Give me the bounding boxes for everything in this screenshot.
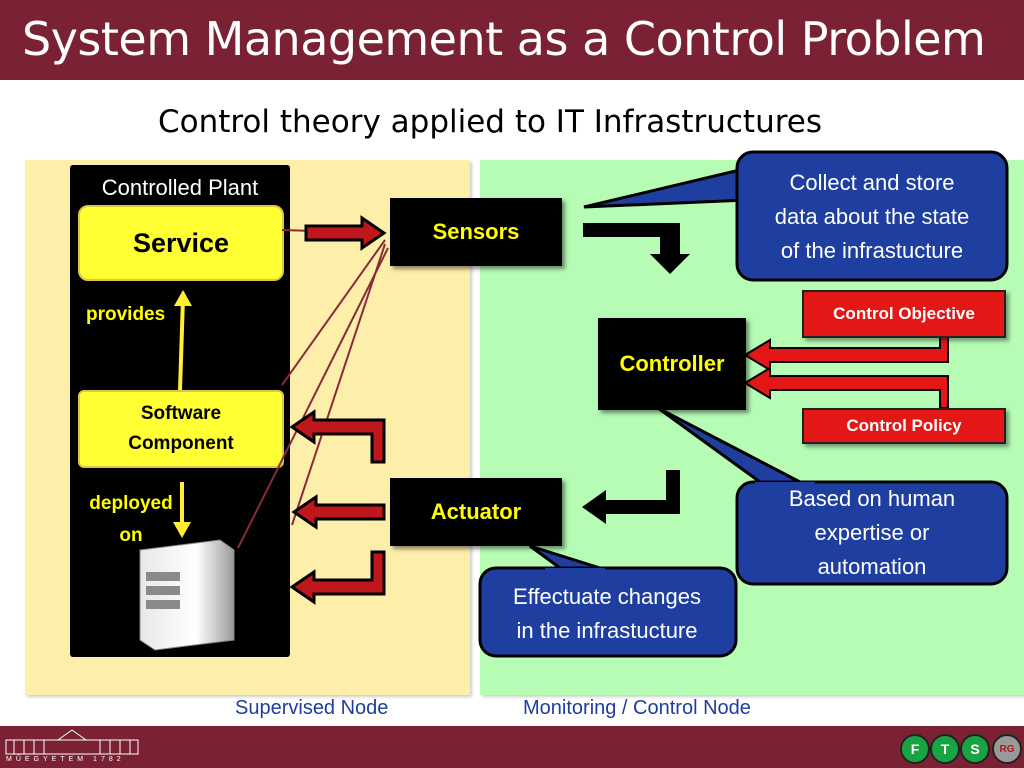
controller-box: Controller bbox=[598, 318, 746, 410]
callout-human bbox=[657, 406, 1009, 586]
provides-label: provides bbox=[86, 304, 166, 325]
callout-collect-line2: data about the state bbox=[774, 204, 970, 229]
sensor-links-icon bbox=[237, 229, 389, 549]
monitoring-node-label: Monitoring / Control Node bbox=[523, 697, 751, 719]
title-bar bbox=[0, 0, 1024, 80]
sensors-box: Sensors bbox=[390, 198, 562, 266]
policy-connector-icon bbox=[743, 366, 949, 409]
objective-connector-icon bbox=[743, 333, 949, 372]
deployed-label-line2: on bbox=[119, 525, 143, 546]
service-label: Service bbox=[132, 227, 230, 258]
callout-collect-line3: of the infrastucture bbox=[780, 238, 964, 263]
provides-arrow-icon bbox=[174, 290, 192, 391]
software-label-line1: Software bbox=[140, 403, 222, 424]
footer-bar bbox=[0, 726, 1024, 768]
actuator-return-arrow-icon-1 bbox=[289, 409, 386, 464]
control-policy-label: Control Policy bbox=[846, 416, 962, 435]
deployed-label-line1: deployed bbox=[89, 493, 173, 514]
callout-effect-line2: in the infrastucture bbox=[516, 618, 698, 643]
callout-human-line3: automation bbox=[817, 554, 927, 579]
actuator-label: Actuator bbox=[430, 499, 522, 524]
controller-label: Controller bbox=[619, 351, 725, 376]
callout-collect-text: Collect and store data about the state o… bbox=[740, 166, 1004, 268]
rg-logo-icon: RG bbox=[992, 734, 1022, 764]
sensors-to-controller-arrow-icon bbox=[583, 223, 690, 274]
callout-effect-line1: Effectuate changes bbox=[513, 584, 701, 609]
service-box: Service bbox=[78, 205, 284, 281]
control-policy-box: Control Policy bbox=[802, 408, 1006, 444]
callout-effect bbox=[478, 544, 738, 658]
supervised-node-label: Supervised Node bbox=[235, 697, 389, 719]
callout-human-text: Based on human expertise or automation bbox=[740, 482, 1004, 584]
fts-logo-s-icon: S bbox=[960, 734, 990, 764]
callout-collect-line1: Collect and store bbox=[789, 170, 955, 195]
deployed-arrow-icon bbox=[173, 482, 191, 538]
callout-effect-text: Effectuate changes in the infrastucture bbox=[482, 580, 732, 648]
slide-title: System Management as a Control Problem bbox=[22, 12, 986, 66]
server-icon bbox=[139, 539, 235, 651]
callout-collect bbox=[583, 150, 1009, 282]
university-building-icon bbox=[5, 729, 139, 755]
slide-subtitle: Control theory applied to IT Infrastruct… bbox=[157, 104, 823, 140]
sensors-label: Sensors bbox=[432, 219, 520, 244]
callout-human-line1: Based on human bbox=[788, 486, 956, 511]
university-wordmark: MŰEGYETEM 1782 bbox=[6, 756, 125, 763]
deployed-on-label: deployed on bbox=[76, 488, 186, 552]
software-component-box: Software Component bbox=[78, 390, 284, 468]
actuator-return-arrow-icon-3 bbox=[289, 550, 386, 605]
actuator-box: Actuator bbox=[390, 478, 562, 546]
callout-human-line2: expertise or bbox=[814, 520, 930, 545]
controller-to-actuator-arrow-icon bbox=[582, 470, 680, 524]
control-objective-box: Control Objective bbox=[802, 290, 1006, 338]
controlled-plant-label: Controlled Plant bbox=[101, 175, 259, 200]
actuator-return-arrow-icon-2 bbox=[291, 494, 386, 530]
control-objective-label: Control Objective bbox=[833, 304, 975, 323]
fts-logo-t-icon: T bbox=[930, 734, 960, 764]
software-label-line2: Component bbox=[128, 433, 234, 454]
fts-logo-f-icon: F bbox=[900, 734, 930, 764]
service-to-sensors-arrow-icon bbox=[304, 215, 387, 251]
